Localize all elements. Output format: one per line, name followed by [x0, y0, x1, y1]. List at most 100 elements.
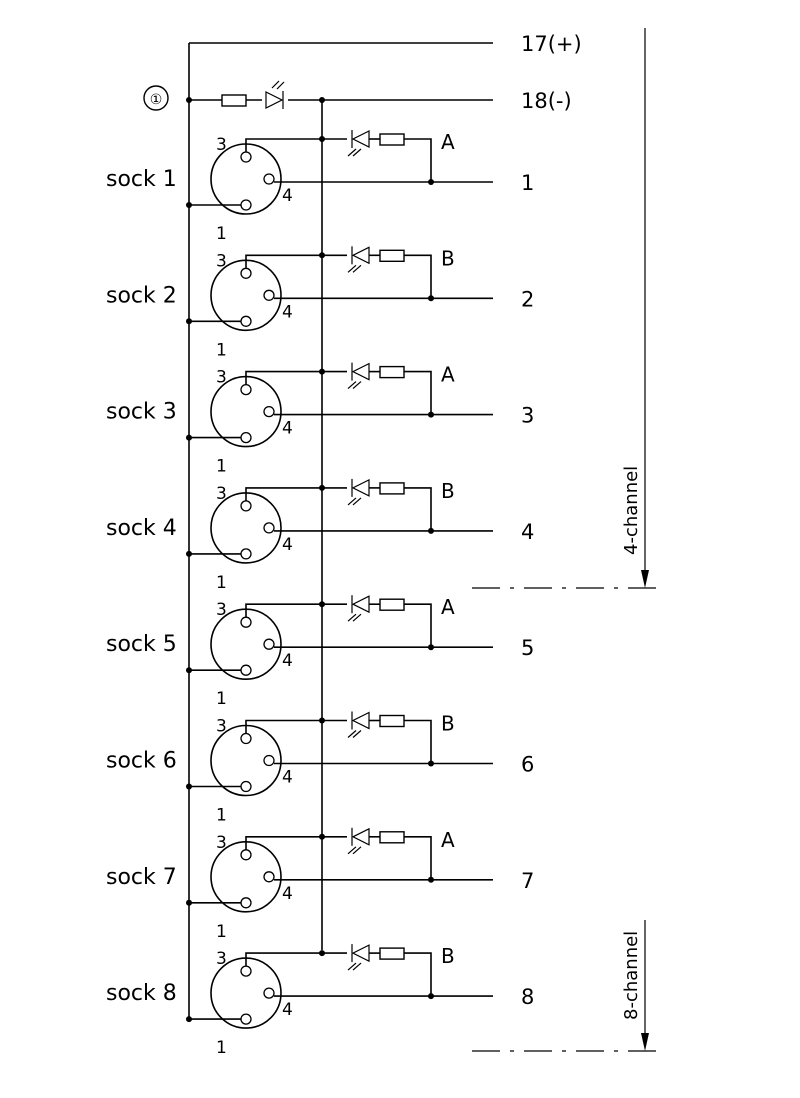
pin-1 — [240, 1013, 252, 1025]
resistor-icon — [379, 831, 405, 844]
led-icon — [262, 80, 288, 109]
junction-dot — [186, 97, 192, 103]
pin-3 — [240, 616, 252, 628]
pin-3 — [240, 267, 252, 279]
pin-right-label: 4 — [282, 535, 293, 555]
pin-bottom-label: 1 — [216, 340, 227, 360]
resistor-icon — [379, 714, 405, 728]
pin-3 — [240, 965, 252, 977]
left-bus-junction-dot — [186, 202, 192, 208]
led-icon — [347, 827, 370, 855]
left-bus-junction-dot — [186, 1016, 192, 1023]
bus-junction-dot — [319, 833, 325, 840]
pin3-wire — [245, 836, 347, 850]
led-ray — [347, 730, 357, 738]
pin-1 — [240, 431, 252, 444]
pin-top-label: 3 — [216, 251, 227, 271]
led-icon — [347, 362, 370, 390]
terminal-label: 2 — [521, 287, 534, 311]
pin-4 — [263, 871, 275, 883]
pin-1 — [240, 780, 252, 793]
terminal-label: 7 — [521, 869, 534, 893]
led-ray — [347, 497, 357, 506]
socket-label: sock 1 — [106, 167, 177, 192]
socket-label: sock 3 — [106, 400, 177, 425]
led-ray — [352, 613, 362, 622]
pin-right-label: 4 — [282, 884, 293, 904]
resistor-icon — [379, 249, 405, 263]
socket-label: sock 5 — [106, 632, 177, 657]
group-label: B — [441, 944, 455, 968]
resistor-output-wire — [404, 370, 432, 415]
resistor-icon — [221, 94, 247, 107]
pin-bottom-label: 1 — [216, 1038, 227, 1058]
left-bus-junction-dot — [186, 667, 192, 674]
socket-label: sock 7 — [106, 865, 177, 890]
left-bus-junction-dot — [186, 899, 192, 906]
resistor-icon — [379, 365, 405, 379]
socket-label: sock 4 — [106, 516, 177, 541]
socket-label: sock 8 — [106, 981, 177, 1006]
resistor-icon — [379, 482, 405, 495]
pin-4 — [263, 173, 275, 185]
pin-3 — [240, 500, 252, 512]
resistor-output-wire — [404, 254, 432, 299]
eight-channel-label: 8-channel — [621, 931, 642, 1020]
resistor-output-wire — [404, 719, 432, 764]
pin-4 — [263, 638, 275, 650]
resistor-output-wire — [404, 952, 432, 997]
pin3-wire — [245, 370, 347, 385]
group-label: A — [441, 130, 455, 154]
junction-dot — [319, 97, 325, 103]
socket-label: sock 2 — [106, 283, 177, 308]
four-channel-arrowhead — [641, 570, 649, 588]
led-ray — [347, 264, 357, 273]
led-ray — [352, 264, 362, 273]
led-body — [351, 362, 370, 381]
pin-bottom-label: 1 — [216, 224, 227, 244]
left-bus-junction-dot — [186, 783, 192, 790]
indicator-marker-text: ① — [150, 92, 163, 108]
pin-top-label: 3 — [216, 949, 227, 969]
eight-channel-arrowhead — [641, 1033, 649, 1051]
pin3-wire — [245, 254, 347, 269]
pin-right-label: 4 — [282, 651, 293, 671]
pin3-wire — [245, 719, 347, 734]
led-ray — [352, 497, 362, 506]
led-ray — [347, 613, 357, 622]
pin-top-label: 3 — [216, 600, 227, 620]
led-body — [351, 827, 370, 846]
led-ray — [347, 381, 357, 390]
group-label: B — [441, 246, 455, 270]
left-bus-junction-dot — [186, 434, 192, 441]
terminal-label: 1 — [521, 171, 534, 195]
group-label: B — [441, 479, 455, 503]
four-channel-label: 4-channel — [621, 466, 642, 555]
led-body — [351, 711, 370, 730]
pin-4 — [263, 522, 275, 534]
pin-1 — [240, 897, 252, 909]
group-label: A — [441, 828, 455, 852]
resistor-output-wire — [404, 487, 432, 531]
led-ray — [352, 730, 362, 738]
bus-junction-dot — [319, 601, 325, 608]
bus-junction-dot — [319, 368, 325, 375]
bus-junction-dot — [319, 950, 325, 957]
pin-right-label: 4 — [282, 1000, 293, 1020]
pin-1 — [240, 548, 252, 560]
group-label: A — [441, 595, 455, 619]
pin-3 — [240, 151, 252, 163]
pin-bottom-label: 1 — [216, 573, 227, 593]
resistor-output-wire — [404, 836, 432, 880]
pin-top-label: 3 — [216, 484, 227, 504]
bus-junction-dot — [319, 136, 325, 142]
pin-top-label: 3 — [216, 368, 227, 388]
